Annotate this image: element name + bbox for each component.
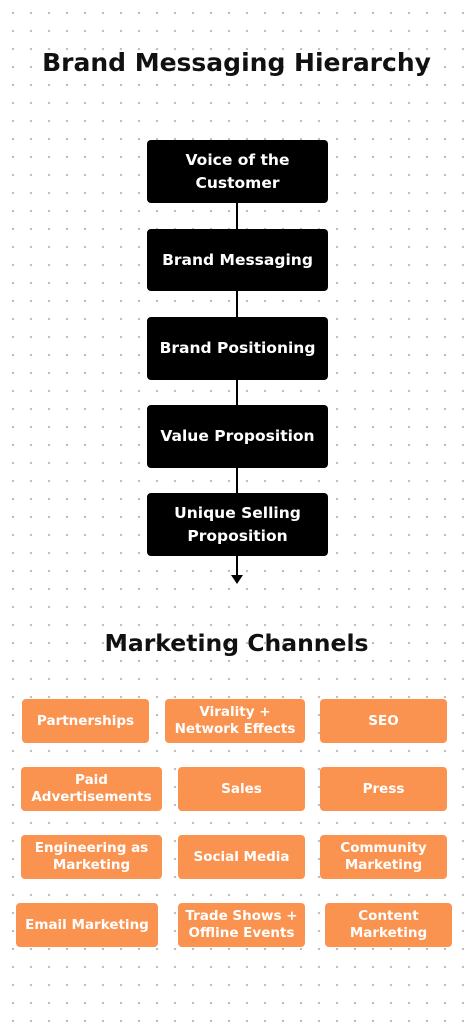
page-title: Brand Messaging Hierarchy [42,48,431,77]
channel-chip-press: Press [320,767,447,811]
hierarchy-box-unique-selling-proposition: Unique Selling Proposition [147,493,328,556]
channel-chip-partnerships: Partnerships [22,699,149,743]
hierarchy-box-value-proposition: Value Proposition [147,405,328,468]
hierarchy-box-brand-positioning: Brand Positioning [147,317,328,380]
connector-line [236,468,238,493]
channel-chip-trade-shows: Trade Shows + Offline Events [178,903,305,947]
channel-chip-seo: SEO [320,699,447,743]
connector-line [236,203,238,229]
section-title-marketing-channels: Marketing Channels [104,629,369,657]
channel-chip-email-marketing: Email Marketing [16,903,158,947]
channel-chip-content-marketing: Content Marketing [325,903,452,947]
connector-line [236,291,238,317]
channel-chip-virality: Virality + Network Effects [165,699,305,743]
channel-chip-social-media: Social Media [178,835,305,879]
connector-line [236,556,238,576]
connector-line [236,380,238,405]
channel-chip-community-marketing: Community Marketing [320,835,447,879]
channel-chip-engineering-as-marketing: Engineering as Marketing [21,835,162,879]
arrow-down-icon [231,575,243,584]
channel-chip-sales: Sales [178,767,305,811]
hierarchy-box-brand-messaging: Brand Messaging [147,229,328,291]
hierarchy-box-voice-of-customer: Voice of the Customer [147,140,328,203]
channel-chip-paid-advertisements: Paid Advertisements [21,767,162,811]
